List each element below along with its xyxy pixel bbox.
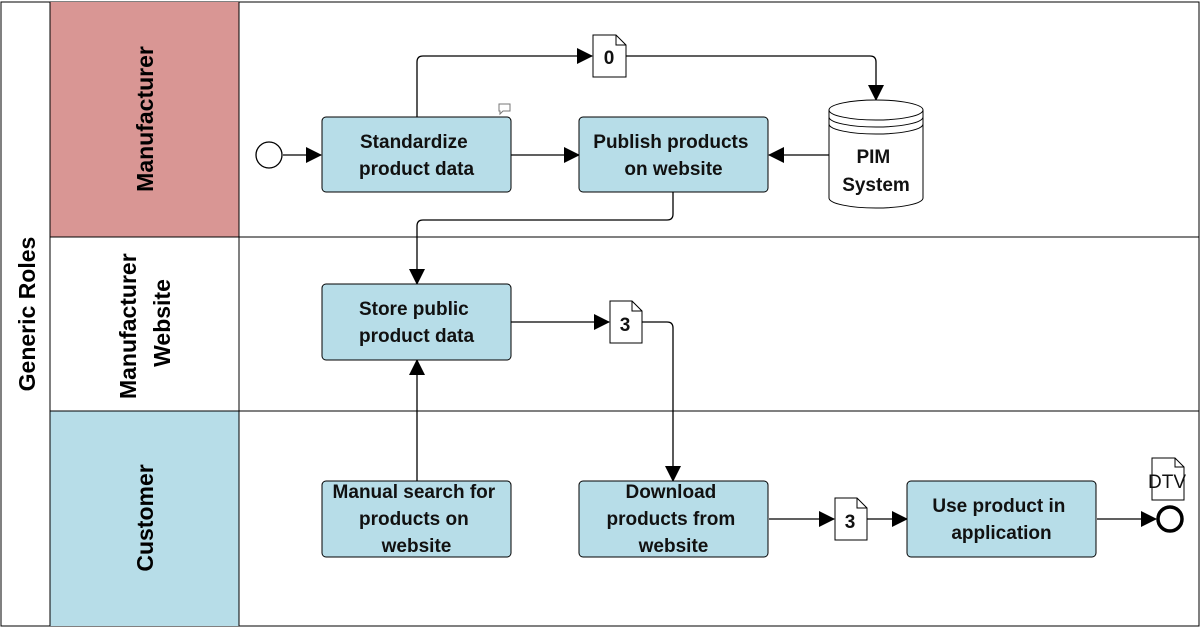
lane-header-customer — [50, 411, 239, 626]
svg-text:Use product in applicati: Use product in application — [932, 496, 1070, 544]
svg-text:Store public product dat: Store public product data — [359, 299, 474, 347]
svg-text:Download products from: Download products from website — [606, 482, 740, 557]
lane-customer: Customer — [50, 411, 239, 626]
lane-header-manufacturer — [50, 2, 239, 237]
lane-label-customer: Customer — [132, 464, 158, 571]
pool-label: Generic Roles — [14, 237, 40, 392]
end-event — [1156, 505, 1184, 533]
comment-icon — [498, 103, 511, 116]
task-download[interactable]: Download products from website — [578, 480, 769, 558]
connectors — [283, 48, 1157, 527]
flow-doc0-to-pim — [626, 55, 884, 101]
lane-manufacturer-website: Manufacturer Website — [50, 237, 239, 411]
svg-text:3: 3 — [845, 512, 856, 533]
svg-text:0: 0 — [604, 48, 615, 69]
data-object-0[interactable]: 0 — [592, 34, 627, 78]
task-publish[interactable]: Publish products on website — [578, 116, 769, 193]
flow-publish-to-store — [409, 192, 674, 285]
task-standardize[interactable]: Standardize product data — [321, 116, 512, 193]
task-use-product[interactable]: Use product in application — [906, 480, 1097, 558]
svg-text:Manual search for produc: Manual search for products on website — [333, 482, 501, 557]
task-manual-search[interactable]: Manual search for products on website — [321, 480, 512, 558]
lane-manufacturer: Manufacturer — [50, 2, 239, 237]
pim-system-datastore[interactable]: PIM System — [828, 99, 924, 209]
flow-doc3-to-download — [642, 321, 681, 482]
lane-header-website — [50, 237, 239, 411]
svg-text:3: 3 — [620, 315, 631, 336]
svg-text:Publish products on webs: Publish products on website — [593, 132, 753, 180]
svg-text:DTV: DTV — [1148, 472, 1186, 493]
lane-label-website: Manufacturer Website — [115, 247, 175, 399]
data-object-3-bottom[interactable]: 3 — [834, 497, 868, 541]
svg-text:Standardize product data: Standardize product data — [359, 132, 474, 180]
data-object-3-mid[interactable]: 3 — [609, 300, 643, 344]
svg-text:PIM System: PIM System — [842, 147, 910, 196]
lane-label-manufacturer: Manufacturer — [132, 46, 158, 192]
data-object-dtv[interactable]: DTV — [1148, 457, 1186, 501]
start-event — [255, 141, 283, 169]
task-store[interactable]: Store public product data — [321, 283, 512, 361]
flow-standardize-to-doc0 — [416, 48, 593, 117]
